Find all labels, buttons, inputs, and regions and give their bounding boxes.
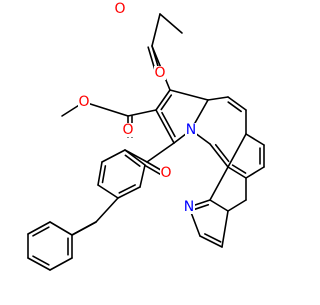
bond-line bbox=[159, 13, 183, 34]
bond-line bbox=[27, 257, 51, 271]
label-bg bbox=[160, 166, 172, 180]
label-bg bbox=[78, 95, 90, 109]
bond-line bbox=[227, 166, 247, 179]
bond-line bbox=[155, 89, 171, 111]
bond-line bbox=[83, 101, 129, 117]
label-bg bbox=[185, 123, 197, 137]
bond-line bbox=[161, 111, 176, 138]
bond-line bbox=[97, 184, 119, 199]
molecule-canvas: O O O O O N N bbox=[27, 1, 265, 271]
bond-line bbox=[245, 133, 265, 146]
bond-line bbox=[227, 199, 247, 212]
bond-line bbox=[199, 235, 223, 248]
bond-line bbox=[207, 96, 229, 101]
bond-line bbox=[227, 96, 247, 111]
bond-line bbox=[146, 142, 175, 163]
bond-line bbox=[124, 154, 141, 167]
bond-line bbox=[209, 143, 229, 168]
label-bg bbox=[114, 2, 126, 16]
bond-line bbox=[32, 226, 50, 237]
oxygen-atom-label: O bbox=[78, 94, 89, 110]
bond-line bbox=[95, 197, 119, 223]
bond-line bbox=[155, 109, 175, 144]
bond-line bbox=[49, 221, 73, 236]
bond-line bbox=[214, 143, 230, 163]
bond-line bbox=[117, 186, 141, 199]
atom-labels: O O O O O N N bbox=[78, 1, 197, 215]
bond-line bbox=[139, 164, 146, 188]
bond-line bbox=[227, 133, 247, 168]
bond-lines bbox=[27, 13, 265, 271]
bond-line bbox=[209, 166, 229, 201]
nitrogen-atom-label: N bbox=[184, 199, 194, 215]
bond-line bbox=[124, 149, 146, 166]
label-bg bbox=[183, 200, 195, 214]
bond-line bbox=[227, 101, 242, 113]
bond-line bbox=[127, 109, 157, 117]
bond-line bbox=[101, 165, 107, 184]
bond-line bbox=[245, 166, 265, 179]
bond-line bbox=[204, 233, 222, 243]
bond-line bbox=[32, 255, 50, 266]
bond-line bbox=[192, 203, 210, 211]
bond-line bbox=[118, 184, 136, 194]
bond-line bbox=[151, 13, 161, 47]
oxygen-atom-label: O bbox=[122, 122, 133, 138]
bond-line bbox=[209, 199, 229, 212]
bond-line bbox=[27, 221, 51, 235]
bond-line bbox=[221, 210, 229, 248]
bond-line bbox=[231, 164, 247, 174]
label-bg bbox=[122, 123, 134, 137]
bond-line bbox=[101, 149, 126, 163]
bond-line bbox=[71, 221, 97, 236]
bond-line bbox=[169, 89, 209, 101]
bond-line bbox=[97, 161, 103, 186]
oxygen-atom-label: O bbox=[154, 65, 165, 81]
label-bg bbox=[154, 66, 166, 80]
oxygen-atom-label: O bbox=[160, 165, 171, 181]
oxygen-atom-label: O bbox=[114, 1, 125, 17]
bond-line bbox=[160, 94, 173, 111]
molecule-structure: O O O O O N N bbox=[27, 1, 265, 271]
nitrogen-atom-label: N bbox=[186, 122, 196, 138]
bond-line bbox=[49, 257, 73, 271]
